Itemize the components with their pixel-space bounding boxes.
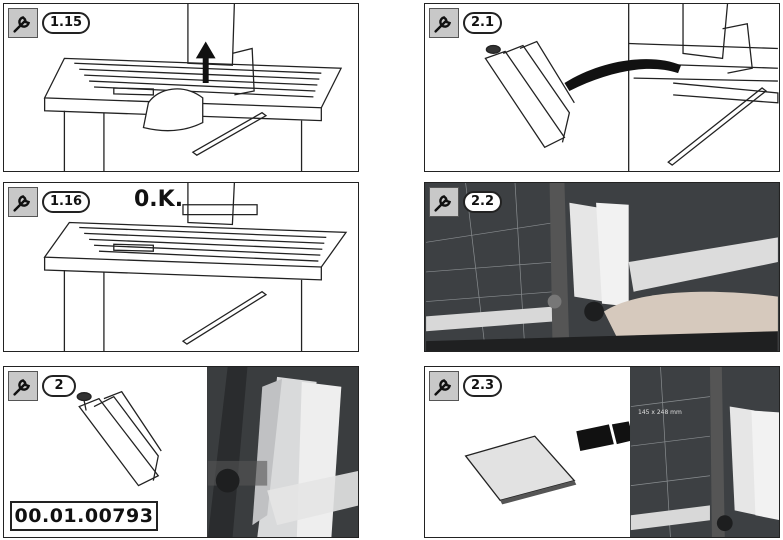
board-photo: 145 x 248 mm (630, 367, 779, 537)
panel-step-2-1: 2.1 (424, 3, 780, 172)
step-number-badge: 2.1 (463, 12, 503, 34)
table-tilt-illustration (43, 4, 343, 171)
panel-step-2-3: 145 x 248 mm 2.3 (424, 366, 780, 538)
step-number-badge: 1.16 (42, 191, 91, 213)
wrench-icon (8, 8, 38, 38)
step-number-badge: 2.3 (463, 375, 503, 397)
panel-step-2-2: 2.2 (424, 182, 780, 352)
wrench-icon (8, 371, 38, 401)
panel-step-1-15: 1.15 (3, 3, 359, 172)
mounting-photo (426, 183, 778, 351)
step-number-badge: 1.15 (42, 12, 91, 34)
table-level-illustration (43, 183, 348, 351)
step-number-badge: 2 (42, 375, 76, 397)
wrench-icon (429, 8, 459, 38)
wrench-icon (429, 187, 459, 217)
panel-step-2: 2 00.01.00793 (3, 366, 359, 538)
part-number-label: 00.01.00793 (10, 501, 158, 531)
guide-attach-illustration (484, 4, 779, 171)
wrench-icon (8, 187, 38, 217)
dimension-label: 145 x 248 mm (638, 409, 682, 416)
guide-fence-photo (207, 367, 358, 537)
wrench-icon (429, 371, 459, 401)
ok-label: 0.K. (134, 187, 184, 212)
panel-step-1-16: 1.16 0.K. (3, 182, 359, 352)
step-number-badge: 2.2 (463, 191, 503, 213)
guide-part-illustration (76, 390, 162, 487)
